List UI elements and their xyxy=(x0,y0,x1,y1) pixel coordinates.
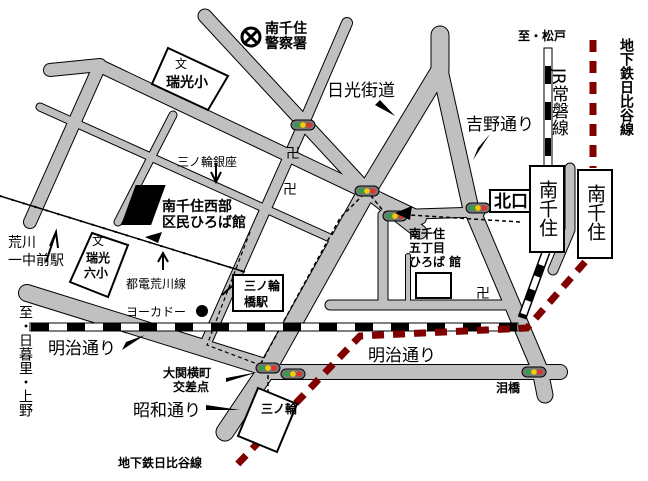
meiji-dori-west-label: 明治通り xyxy=(48,339,116,359)
showa-dori-label: 昭和通り xyxy=(133,401,201,421)
community-hall-west-building xyxy=(121,185,166,225)
ozeki-yokocho-label: 交差点 xyxy=(173,379,209,394)
traffic-signal-icon xyxy=(290,119,316,131)
community-hall-west-label: 区民ひろば館 xyxy=(162,214,246,231)
police-station-icon xyxy=(240,26,262,48)
minowa-ginza-label: 三ノ輪銀座 xyxy=(177,154,237,169)
minowa-station: 三ノ輪 xyxy=(236,386,299,454)
meiji-dori-east-label: 明治通り xyxy=(368,346,436,366)
road xyxy=(36,103,334,242)
traffic-signals xyxy=(255,119,547,380)
community-hall-5-label: 南千住 xyxy=(409,226,445,241)
svg-text:瑞光小: 瑞光小 xyxy=(166,74,208,91)
police-label: 警察署 xyxy=(265,35,307,52)
minowabashi-station: 三ノ輪 橋駅 xyxy=(232,274,284,312)
traffic-signal-icon xyxy=(521,366,547,378)
community-hall-west-label: 南千住西部 xyxy=(162,198,232,215)
road xyxy=(114,111,177,226)
traffic-signal-icon xyxy=(354,185,380,197)
svg-text:文: 文 xyxy=(175,56,187,71)
kitaguchi-label: 北口 xyxy=(494,192,528,212)
police-label: 南千住 xyxy=(265,20,307,37)
namidabashi-label: 泪橋 xyxy=(496,380,521,395)
road xyxy=(432,62,553,403)
svg-text:三ノ輪: 三ノ輪 xyxy=(261,401,298,416)
jr-minamisenju-label: 南千住 xyxy=(536,180,558,237)
svg-text:瑞光: 瑞光 xyxy=(86,250,110,265)
road xyxy=(548,163,575,275)
road xyxy=(24,59,106,228)
zuiko6-school: 文 瑞光 六小 xyxy=(68,231,130,299)
traffic-signal-icon xyxy=(465,202,491,214)
temple-icon: 卍 xyxy=(283,182,297,198)
arakawa-ichu-label: 荒川 xyxy=(8,235,36,251)
nikko-kaido-label: 日光街道 xyxy=(327,81,395,101)
subway-minamisenju-station xyxy=(577,169,613,259)
traffic-signal-icon xyxy=(280,368,306,380)
toden-arakawa-label: 都電荒川線 xyxy=(126,276,186,291)
temple-icon: 卍 xyxy=(286,146,300,162)
community-hall-5-label: ひろば 館 xyxy=(409,254,461,269)
temple-icon: 卍 xyxy=(476,286,490,302)
svg-text:橋駅: 橋駅 xyxy=(244,294,269,309)
subway-minamisenju-label: 南千住 xyxy=(584,184,606,241)
traffic-signal-icon xyxy=(255,362,281,374)
to-matsudo-label: 至・松戸 xyxy=(518,28,566,43)
hibiya-line-label: 地下鉄日比谷線 xyxy=(618,37,634,137)
jr-joban-line xyxy=(517,47,553,320)
hibiya-line-label: 地下鉄日比谷線 xyxy=(118,455,202,470)
arakawa-ichu-label: 一中前駅 xyxy=(8,252,64,269)
svg-text:三ノ輪: 三ノ輪 xyxy=(244,278,281,293)
railway-horizontal xyxy=(29,322,519,332)
to-nippori-ueno-label: 至・日暮里・上野 xyxy=(17,305,33,417)
ozeki-yokocho-label: 大関横町 xyxy=(163,365,211,380)
pointer-arrows xyxy=(45,100,490,410)
jr-minamisenju-station xyxy=(529,165,565,253)
jr-joban-label: JR常磐線 xyxy=(548,67,569,136)
svg-text:文: 文 xyxy=(92,233,104,248)
yokado-label: ヨーカドー xyxy=(126,305,186,319)
yoshino-dori-label: 吉野通り xyxy=(466,115,534,135)
community-hall-5-building xyxy=(415,272,452,299)
svg-text:六小: 六小 xyxy=(84,265,108,280)
yokado-marker-icon xyxy=(196,305,208,317)
community-hall-5-label: 五丁目 xyxy=(409,241,445,255)
zuiko-school: 文 瑞光小 xyxy=(150,46,230,112)
